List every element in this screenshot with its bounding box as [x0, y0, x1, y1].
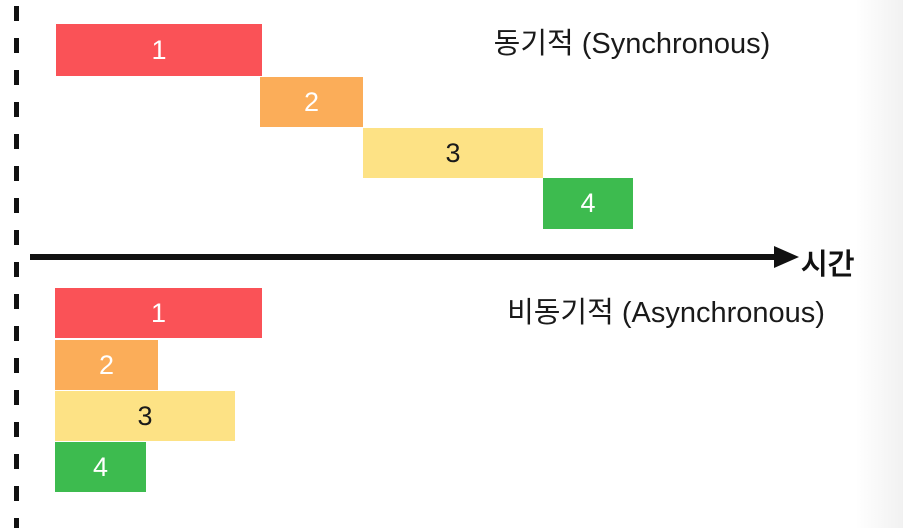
right-edge-shade	[855, 0, 903, 528]
task-bar-async-2: 2	[55, 340, 158, 390]
sync-section-title: 동기적 (Synchronous)	[493, 28, 771, 60]
task-bar-sync-2: 2	[260, 77, 363, 127]
task-bar-async-3: 3	[55, 391, 235, 441]
async-section-title: 비동기적 (Asynchronous)	[507, 297, 825, 329]
task-bar-sync-3: 3	[363, 128, 543, 178]
task-bar-sync-1: 1	[56, 24, 262, 76]
timeline-start-dashed-line	[14, 6, 19, 528]
task-bar-sync-4: 4	[543, 178, 633, 229]
time-axis-line	[30, 254, 776, 260]
task-bar-async-1: 1	[55, 288, 262, 338]
time-axis-label: 시간	[801, 249, 855, 281]
task-bar-async-4: 4	[55, 442, 146, 492]
time-axis-arrowhead-icon	[774, 246, 799, 268]
